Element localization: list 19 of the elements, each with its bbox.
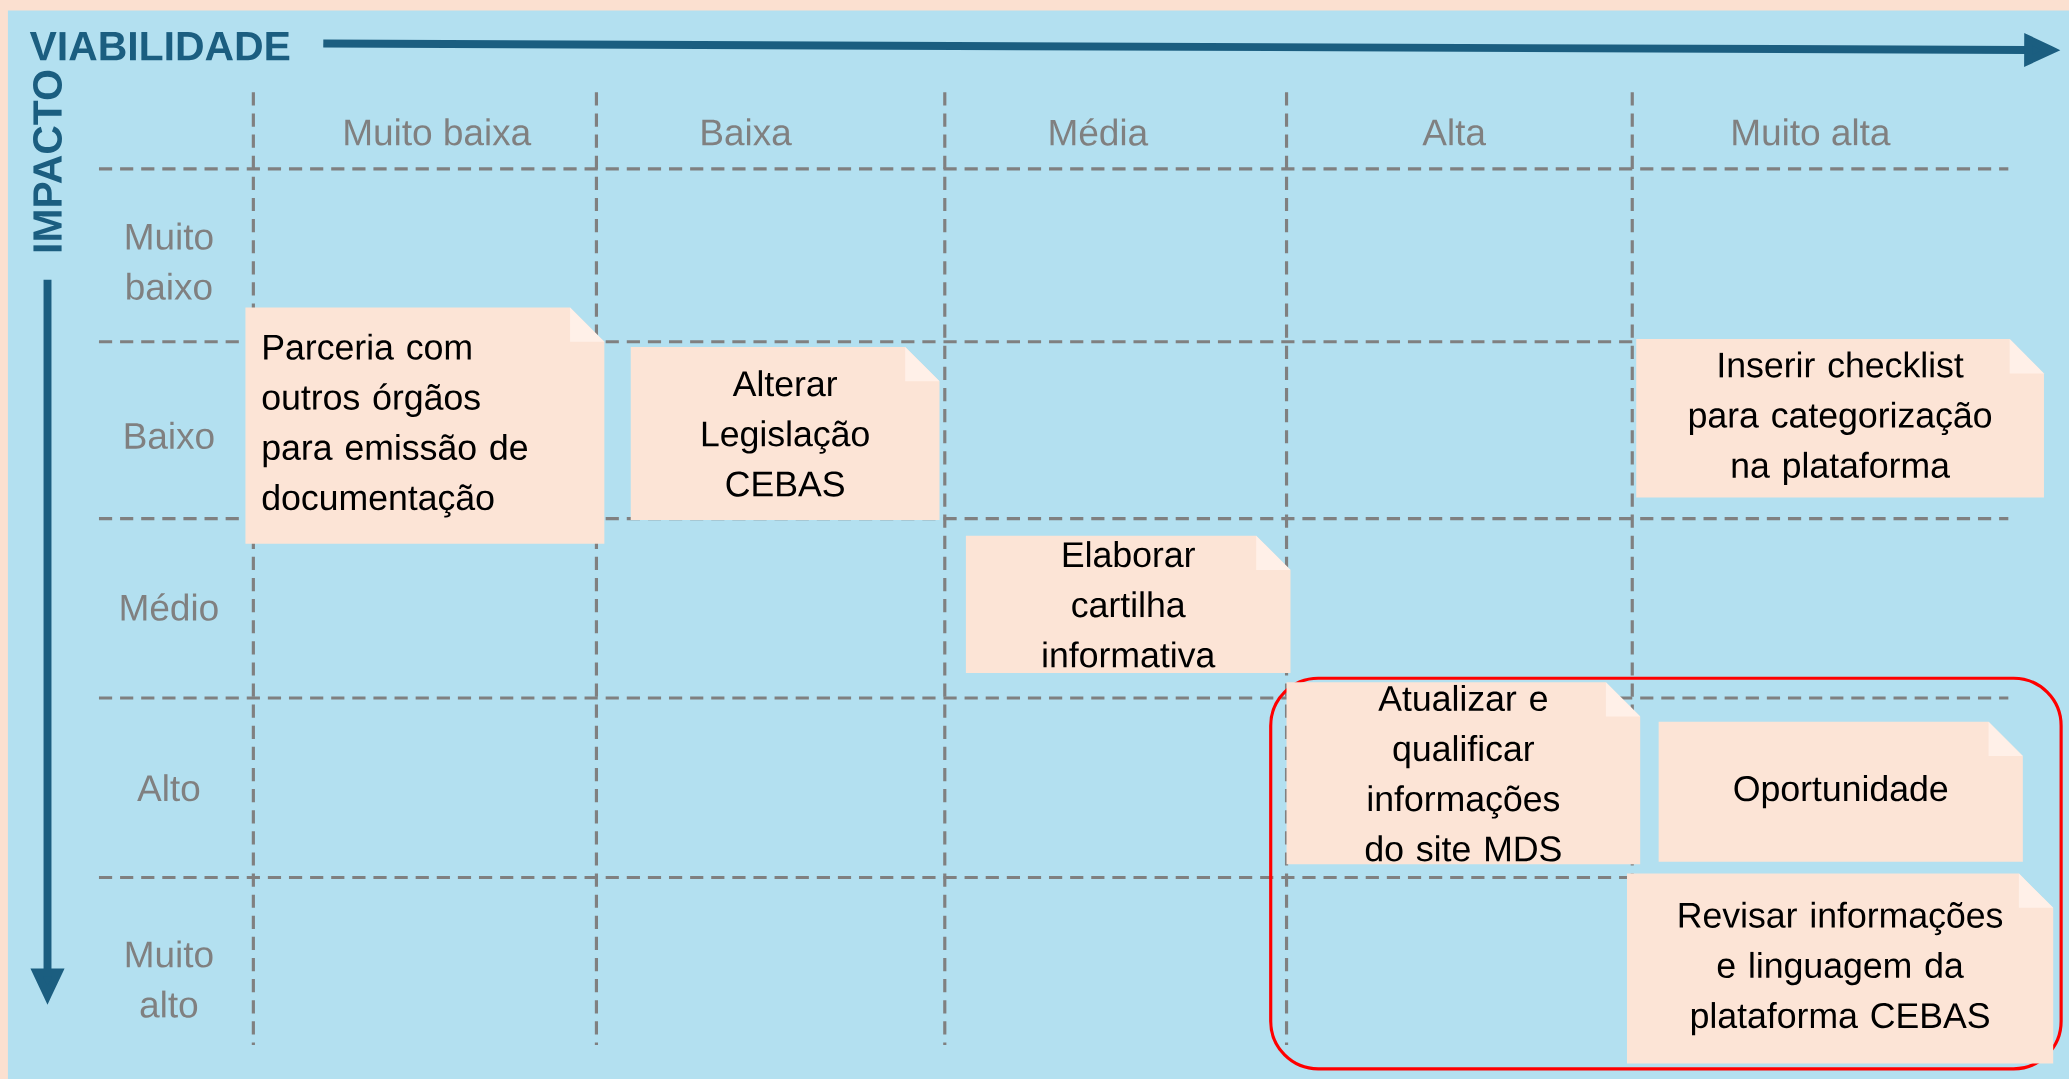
column-header: Baixa bbox=[702, 118, 792, 146]
column-header: Muito baixa bbox=[345, 118, 532, 146]
sticky-note: Revisar informações e linguagem da plataforma CEBAS bbox=[1627, 873, 2054, 1064]
axis-title: VIABILIDADE bbox=[29, 31, 290, 61]
sticky-note: Inserir checklist para categorização na plataforma bbox=[1636, 338, 2044, 498]
column-header: Média bbox=[1050, 117, 1149, 146]
column-header: Alta bbox=[1422, 118, 1486, 146]
sticky-note: Alterar Legislação CEBAS bbox=[630, 346, 940, 520]
sticky-note: Oportunidade bbox=[1658, 721, 2023, 862]
highlight-frame bbox=[1269, 676, 2063, 1071]
row-header: Alto bbox=[137, 774, 200, 802]
column-header: Muito alta bbox=[1733, 118, 1891, 146]
row-header: Muito alto bbox=[126, 940, 213, 1018]
sticky-note: Elaborar cartilha informativa bbox=[965, 535, 1291, 673]
row-header: Médio bbox=[121, 593, 218, 621]
row-header: Muito baixo bbox=[126, 222, 213, 300]
sticky-note: Parceria com outros órgãos para emissão de documentação bbox=[245, 307, 605, 544]
axis-title: IMPACTO bbox=[33, 70, 62, 252]
sticky-note: Atualizar e qualificar informações do site MDS bbox=[1286, 682, 1641, 865]
